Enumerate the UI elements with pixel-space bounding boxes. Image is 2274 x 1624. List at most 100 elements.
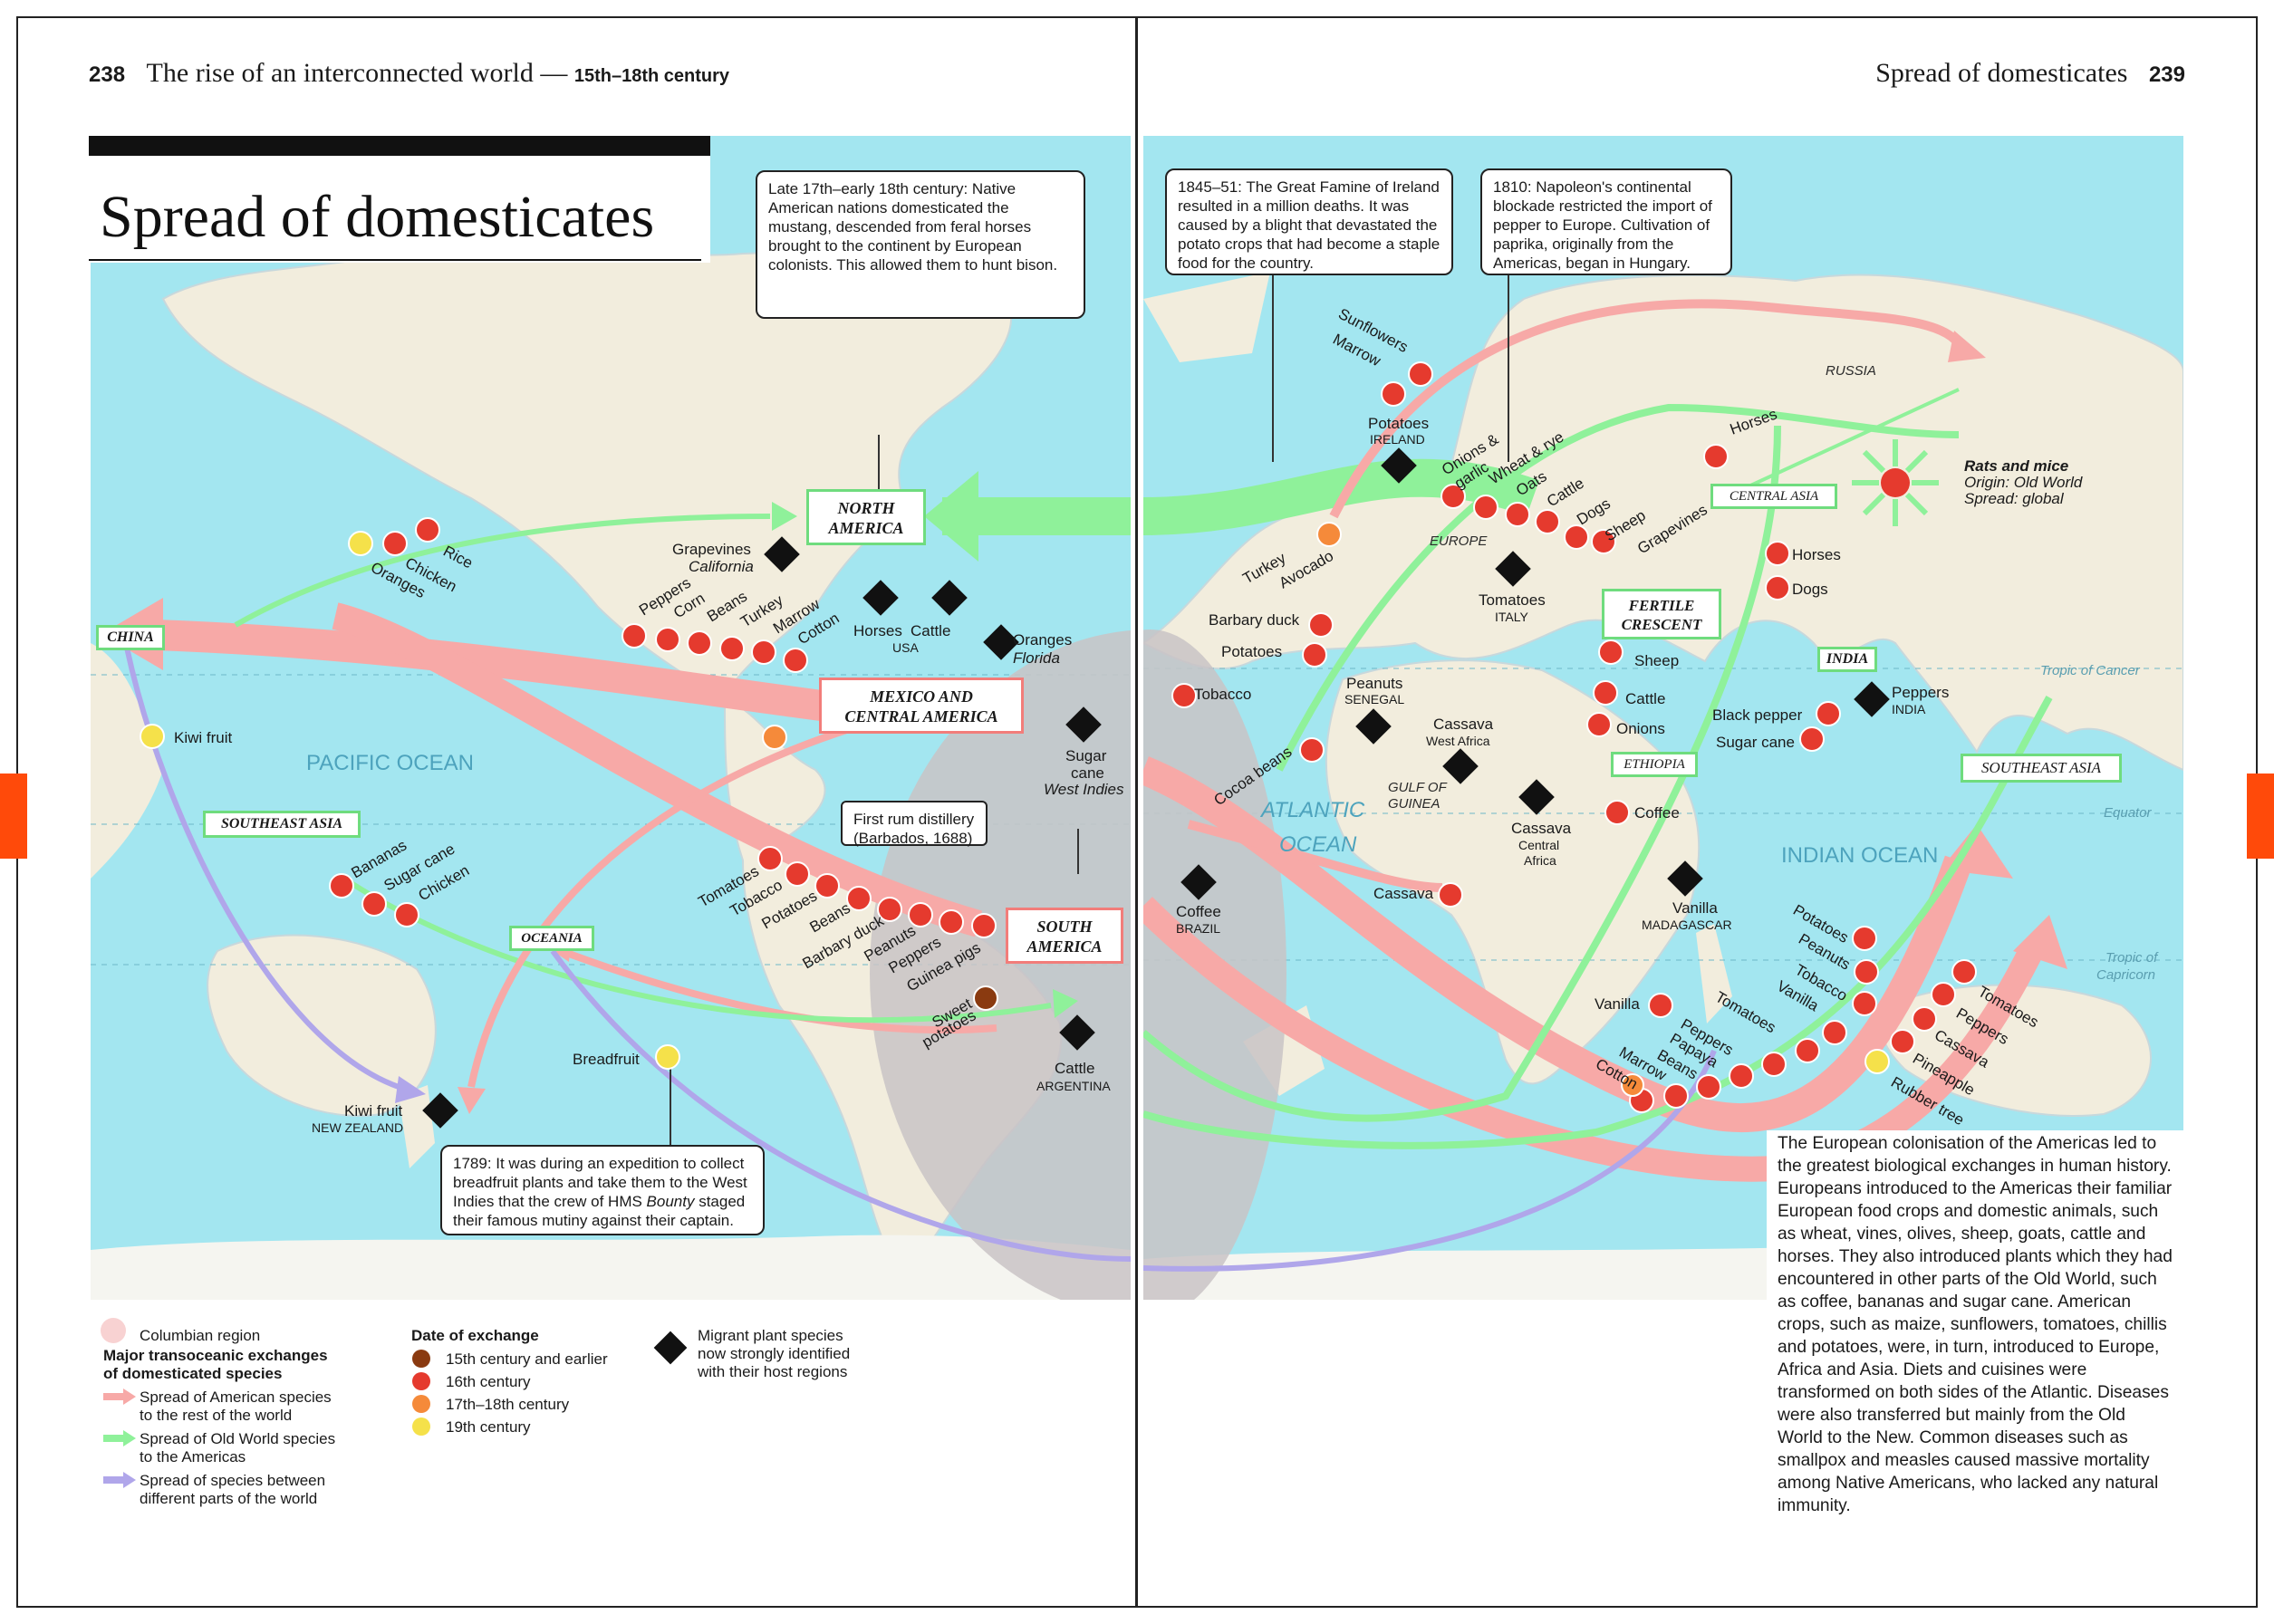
label-dogs-asia: Dogs [1792, 581, 1828, 598]
label-argentina: ARGENTINA [1036, 1079, 1111, 1093]
label-west-indies: West Indies [1044, 781, 1124, 798]
label-africa: Africa [1524, 853, 1556, 868]
label-potatoes-eu: Potatoes [1221, 643, 1282, 660]
title-underline [89, 259, 701, 261]
legend-old-world-2: to the Americas [140, 1448, 246, 1465]
legend-date-title: Date of exchange [411, 1327, 539, 1344]
left-page-number: 238 [89, 62, 126, 87]
label-dogs: Dogs [1574, 495, 1614, 528]
label-black-pepper: Black pepper [1712, 706, 1803, 724]
world-map-left-half [91, 136, 1131, 1300]
legend-major-title-2: of domesticated species [103, 1365, 283, 1382]
map-title: Spread of domesticates [100, 184, 655, 250]
legend-american-1: Spread of American species [140, 1389, 332, 1406]
rats-and-mice-burst [1852, 439, 1939, 526]
seventeenth-eighteenth-century-dot [762, 522, 1644, 1097]
label-central: Central [1518, 838, 1559, 852]
americas-to-new-zealand-arrowhead [458, 1087, 486, 1114]
callout-rum-distillery: First rum distillery (Barbados, 1688) [841, 801, 988, 847]
south-america-to-oceania-arrow [560, 947, 997, 1034]
legend-columbian-label: Columbian region [140, 1327, 261, 1344]
asia-edge-land [91, 643, 163, 879]
region-southeast-asia-right: SOUTHEAST ASIA [1961, 754, 2122, 783]
label-sugar-cane-1: Sugar [1065, 747, 1107, 764]
map-legend: Columbian region Major transoceanic exch… [91, 1301, 922, 1518]
europe-atlantic-arrow [1143, 458, 1539, 535]
madagascar-land [1696, 924, 1732, 1023]
label-cassava-wa: Cassava [1433, 716, 1494, 733]
label-horses-asia: Horses [1792, 546, 1841, 563]
migrant-plant-diamond [422, 447, 1890, 1129]
southeast-asia-to-south-america-arrowhead [1053, 989, 1078, 1018]
china-to-new-zealand-arrowhead [395, 1076, 426, 1103]
region-mexico-line1: MEXICO AND [870, 687, 973, 706]
label-rats-title: Rats and mice [1964, 457, 2068, 475]
left-page-tab-marker [0, 774, 27, 859]
left-chapter-title: The rise of an interconnected world — [146, 58, 568, 88]
place-indian-ocean: INDIAN OCEAN [1781, 843, 1938, 868]
place-guinea: GUINEA [1388, 796, 1441, 812]
label-grapevines: Grapevines [672, 541, 751, 558]
antarctica-land [91, 1235, 1131, 1300]
book-spine [1135, 16, 1138, 1608]
south-america-to-asia-arrow [332, 602, 983, 937]
place-atlantic: ATLANTIC [1259, 798, 1365, 822]
label-west-africa: West Africa [1426, 734, 1490, 748]
eurasia-land [1143, 274, 2183, 772]
right-page-header: Spread of domesticates 239 [1875, 58, 2185, 89]
region-mexico-line2: CENTRAL AMERICA [844, 707, 998, 726]
columbian-region-ellipse [870, 629, 1131, 1300]
americas-to-india-arrowhead [2013, 915, 2067, 969]
label-florida: Florida [1013, 649, 1060, 667]
label-cattle-eu: Cattle [1544, 475, 1587, 511]
region-south-america-line1: SOUTH [1036, 918, 1093, 936]
label-peanuts-senegal: Peanuts [1346, 675, 1402, 692]
label-avocado: Avocado [1277, 547, 1337, 591]
place-ocean: OCEAN [1279, 832, 1357, 857]
map-title-box: Spread of domesticates [89, 136, 710, 263]
place-tropic-of-cancer: Tropic of Cancer [2040, 663, 2141, 678]
label-cattle-argentina: Cattle [1055, 1060, 1094, 1077]
legend-date-swatches [412, 1350, 430, 1436]
legend-american-2: to the rest of the world [140, 1407, 293, 1424]
right-section-title: Spread of domesticates [1875, 58, 2128, 88]
label-kiwi-fruit: Kiwi fruit [174, 729, 233, 746]
legend-american-arrow [103, 1389, 136, 1405]
region-mexico-central-america: MEXICO AND CENTRAL AMERICA [819, 677, 1024, 734]
label-vanilla-madagascar: Vanilla [1672, 899, 1718, 917]
place-tropic-of: Tropic of [2105, 950, 2159, 966]
label-cattle-fc: Cattle [1625, 690, 1665, 707]
region-southeast-asia-left: SOUTHEAST ASIA [203, 811, 361, 838]
label-rats-origin: Origin: Old World [1964, 474, 2083, 491]
label-california: California [689, 558, 754, 575]
label-onions-fc: Onions [1616, 720, 1665, 737]
americas-to-guinea-arrow [1187, 820, 1443, 892]
china-to-new-zealand-arrow [124, 647, 400, 1090]
swatch-15th [412, 1350, 430, 1368]
label-barbary-duck-eu: Barbary duck [1209, 611, 1300, 629]
label-potatoes-ireland: Potatoes [1368, 415, 1429, 432]
legend-columbian-swatch [101, 1318, 126, 1343]
label-cattle: Cattle [911, 622, 950, 639]
legend-migrant-1: Migrant plant species [698, 1327, 843, 1344]
right-page-tab-marker [2247, 774, 2274, 859]
place-equator: Equator [2104, 805, 2153, 821]
india-to-americas-arrow [1143, 696, 2053, 1149]
legend-date-17-18th: 17th–18th century [446, 1396, 570, 1413]
left-chapter-period: 15th–18th century [573, 66, 730, 86]
callout-bounty: 1789: It was during an expedition to col… [440, 1145, 765, 1235]
label-tomatoes-io: Tomatoes [1712, 988, 1778, 1036]
swatch-16th [412, 1372, 430, 1390]
callout-great-famine: 1845–51: The Great Famine of Ireland res… [1165, 168, 1453, 275]
place-russia: RUSSIA [1826, 363, 1876, 379]
legend-between-arrow [103, 1472, 136, 1488]
legend-old-world-arrow [103, 1430, 136, 1446]
label-sugar-cane-2: cane [1071, 764, 1104, 782]
callout-bounty-ship: Bounty [646, 1193, 695, 1210]
left-page-header: 238 The rise of an interconnected world … [89, 58, 729, 89]
label-horses: Horses [853, 622, 902, 639]
region-china: CHINA [96, 625, 165, 650]
world-map-right-half [1143, 136, 2183, 1300]
label-coffee-ethiopia: Coffee [1634, 804, 1680, 822]
label-oranges-florida: Oranges [1013, 631, 1072, 649]
